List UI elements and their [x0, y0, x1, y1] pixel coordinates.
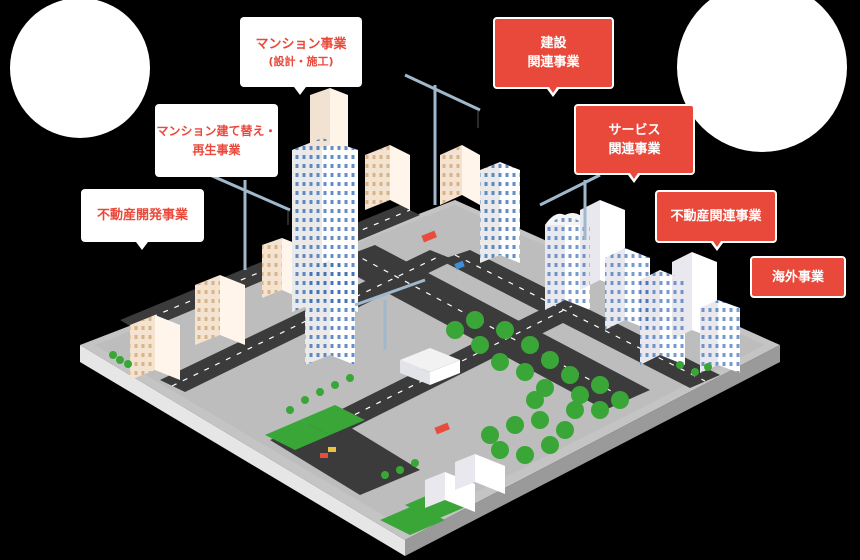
balloon-tail — [547, 87, 559, 97]
label-realestate-related[interactable]: 不動産関連事業 — [655, 190, 777, 251]
balloon-tail — [294, 87, 306, 95]
label-overseas-text: 海外事業 — [771, 269, 824, 285]
label-service-business[interactable]: サービス 関連事業 — [574, 104, 695, 183]
label-service-line2: 関連事業 — [608, 141, 661, 157]
label-mansion-business[interactable]: マンション事業 (設計・施工) — [240, 17, 362, 95]
balloon-tail — [136, 242, 148, 250]
decor-circle-right — [677, 0, 847, 152]
label-construction-line2: 関連事業 — [527, 55, 580, 70]
label-mansion-rebuild[interactable]: マンション建て替え・ 再生事業 — [155, 104, 278, 177]
label-construction-line1: 建設 — [540, 36, 567, 51]
label-realestate-development[interactable]: 不動産開発事業 — [81, 189, 204, 250]
label-rebuild-line2: 再生事業 — [192, 142, 241, 157]
balloon-tail — [711, 241, 723, 251]
decor-circle-left — [10, 0, 150, 138]
label-realestate-dev-text: 不動産開発事業 — [96, 208, 188, 223]
label-mansion-line1: マンション事業 — [255, 36, 347, 52]
label-realestate-rel-text: 不動産関連事業 — [670, 209, 762, 224]
balloon-tail — [628, 173, 640, 183]
label-service-line1: サービス — [608, 122, 661, 138]
label-overseas-business[interactable]: 海外事業 — [750, 256, 846, 298]
label-construction-business[interactable]: 建設 関連事業 — [493, 17, 614, 97]
label-rebuild-line1: マンション建て替え・ — [156, 123, 277, 138]
label-mansion-line2: (設計・施工) — [268, 54, 334, 68]
